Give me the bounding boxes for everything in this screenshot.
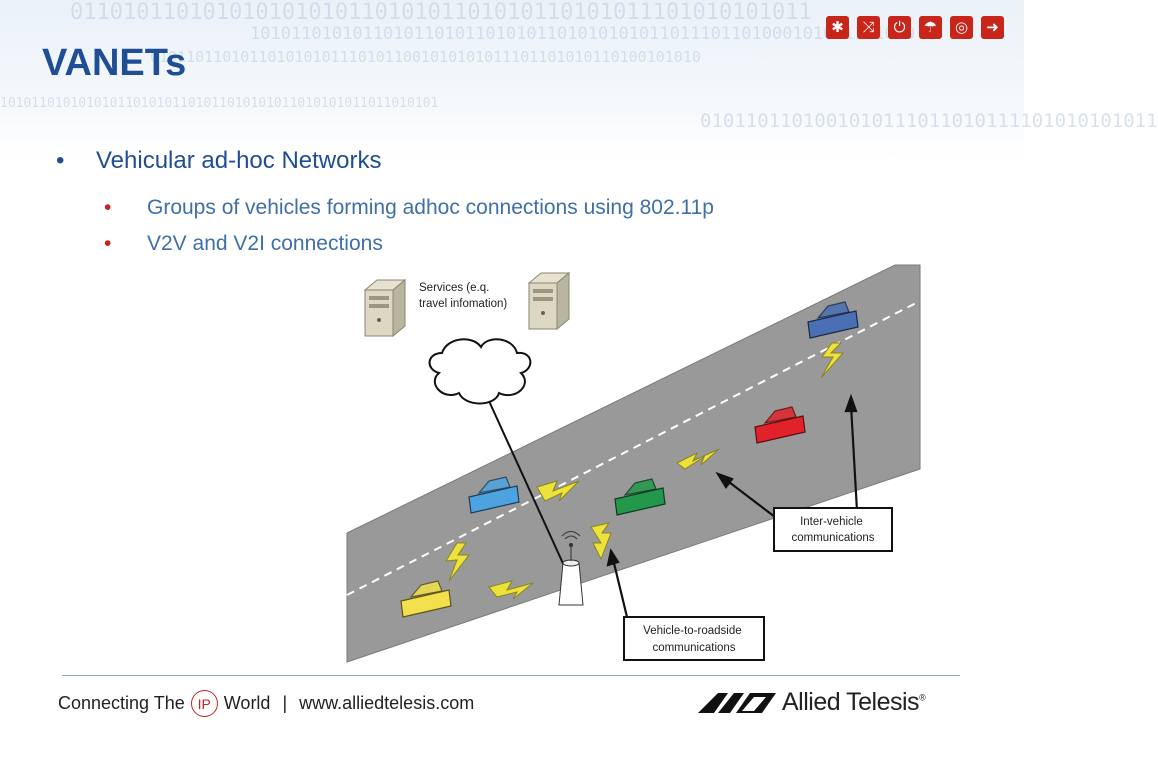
footer-divider [62, 675, 960, 676]
nav-icon-bar: ✱ ⤨ ⏻ ☂ ◎ ➜ [826, 16, 1004, 39]
bullet-marker: • [104, 196, 112, 219]
brand-name: Allied Telesis® [782, 688, 926, 717]
network-icon[interactable]: ✱ [826, 16, 849, 39]
binary-row: 1010110101010101101010110101101010101101… [0, 96, 439, 111]
server-icon [364, 279, 406, 337]
power-icon[interactable]: ⏻ [888, 16, 911, 39]
footer-suffix: World [223, 693, 271, 713]
road-center-line [346, 300, 921, 596]
inter-vehicle-callout [773, 507, 893, 552]
forward-icon[interactable]: ➜ [981, 16, 1004, 39]
bullet-text: Vehicular ad-hoc Networks [96, 147, 382, 174]
disc-icon[interactable]: ◎ [950, 16, 973, 39]
inter-vehicle-arrows [715, 393, 859, 518]
shuffle-icon[interactable]: ⤨ [857, 16, 880, 39]
sub-bullet-text: V2V and V2I connections [147, 232, 383, 255]
vanet-diagram: Services (e.q. travel infomation) [346, 264, 921, 663]
footer-separator: | [282, 693, 288, 713]
slide-title: VANETs [42, 42, 187, 84]
bullet-marker: • [56, 147, 65, 174]
binary-row: 0101101101011010101011101011001010101011… [150, 48, 701, 66]
binary-row: 0101101101001010111011010111101010101011 [700, 110, 1158, 132]
wireless-icon[interactable]: ☂ [919, 16, 942, 39]
footer-tagline: Connecting The IP World | www.alliedtele… [58, 690, 474, 717]
roadside-unit [558, 531, 584, 606]
services-label: Services (e.q. travel infomation) [419, 282, 507, 310]
backhaul-line [488, 400, 572, 582]
allied-telesis-logo-icon [698, 692, 776, 713]
server-icon [528, 272, 570, 330]
roadside-arrow [606, 548, 629, 618]
road [346, 264, 921, 663]
binary-row: 1010110101011010110101101010110101010101… [250, 24, 916, 44]
binary-row: 0110101101010101010101101010110101011010… [70, 0, 812, 25]
roadside-label: Vehicle-to-roadside communications [643, 625, 745, 654]
sub-bullet-text: Groups of vehicles forming adhoc connect… [147, 196, 714, 219]
roadside-callout [623, 616, 765, 661]
bullet-marker: • [104, 232, 112, 255]
brand-logo: Allied Telesis® [698, 688, 926, 717]
footer-url-link[interactable]: www.alliedtelesis.com [299, 693, 475, 713]
wireless-bolt-icon [445, 342, 845, 600]
cloud-icon [428, 338, 532, 405]
inter-vehicle-label: Inter-vehicle communications [791, 516, 874, 544]
registered-mark: ® [919, 692, 926, 703]
brand-name-text: Allied Telesis [782, 688, 920, 716]
footer-prefix: Connecting The [58, 693, 185, 713]
ip-badge-icon: IP [190, 690, 218, 717]
